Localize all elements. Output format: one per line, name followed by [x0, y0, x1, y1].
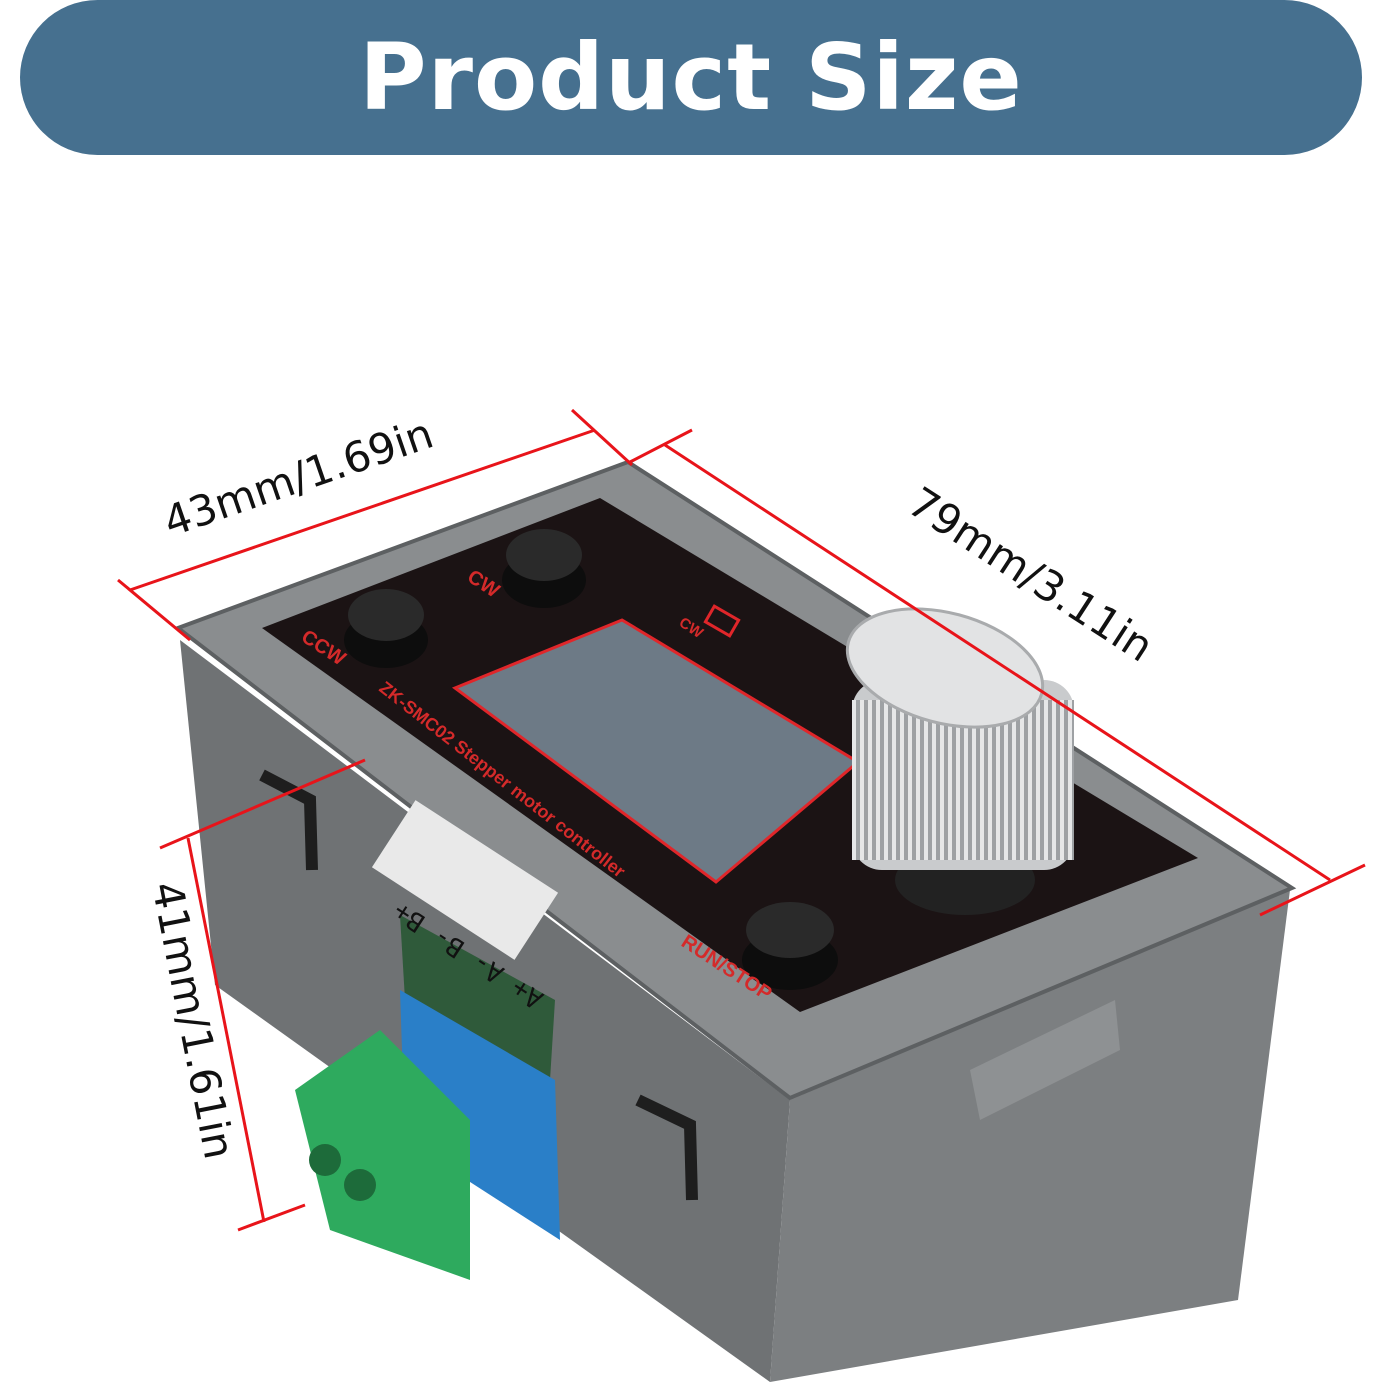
run-stop-button — [742, 902, 838, 990]
length-tick-bottom — [1259, 863, 1366, 917]
width-tick-right — [570, 408, 634, 467]
cw-button — [502, 529, 586, 608]
dimension-lines — [117, 408, 1366, 1232]
terminal-label-plate — [371, 800, 559, 960]
banner-title: Product Size — [359, 24, 1023, 131]
rotary-knob — [845, 607, 1074, 915]
ccw-button — [344, 589, 428, 668]
screw — [344, 1169, 376, 1201]
right-latch — [970, 1000, 1120, 1120]
screw — [309, 1144, 341, 1176]
side-clip — [259, 769, 318, 871]
blue-terminal-block — [400, 990, 560, 1240]
width-dimension-label: 43mm/1.69in — [157, 409, 439, 547]
side-clip — [635, 1094, 698, 1201]
height-dimension-line — [186, 837, 266, 1223]
length-tick-top — [629, 428, 693, 464]
pcb — [400, 915, 555, 1080]
height-tick-top — [159, 758, 366, 850]
length-dimension-line — [664, 443, 1331, 882]
device: CCW CW CW ZK-SMC02 Stepper motor control… — [173, 459, 1297, 1382]
width-tick-left — [117, 578, 191, 642]
device-right-face — [770, 890, 1290, 1382]
height-tick-bottom — [237, 1203, 306, 1232]
title-banner: Product Size — [20, 0, 1362, 155]
green-terminal-block — [295, 1030, 470, 1280]
width-dimension-line — [129, 428, 596, 592]
cw-indicator — [703, 604, 741, 638]
